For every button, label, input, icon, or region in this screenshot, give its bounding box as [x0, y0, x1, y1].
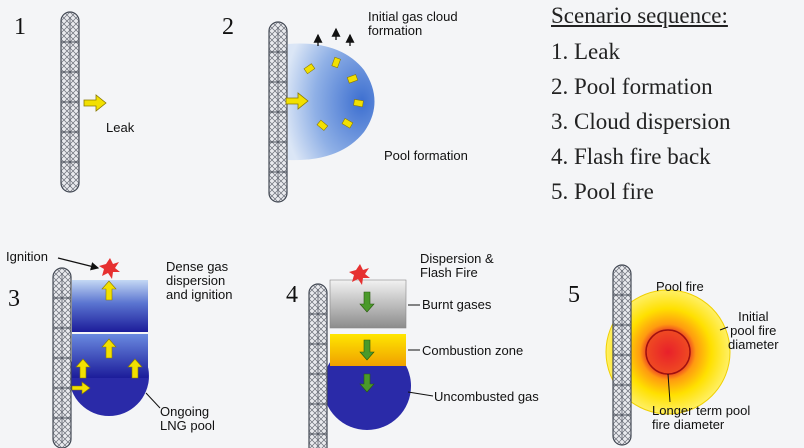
scenario-sequence-list: 1. Leak 2. Pool formation 3. Cloud dispe…: [551, 34, 731, 209]
scenario-sequence-title: Scenario sequence:: [551, 3, 728, 28]
pool-fire: [606, 290, 730, 414]
ship-icon: [612, 264, 632, 446]
sequence-item-leak: 1. Leak: [551, 39, 620, 64]
rising-gas-arrows: [313, 27, 355, 46]
ongoing-pool-label: Ongoing LNG pool: [160, 404, 215, 433]
initial-diameter-pointer: [719, 326, 729, 331]
panel-1: [60, 11, 107, 193]
downward-flame-arrows: [359, 291, 375, 393]
pool-pointer: [145, 392, 161, 409]
gas-cloud: [288, 43, 375, 161]
leak-arrow-icon: [285, 92, 309, 110]
sequence-item-pool-fire: 5. Pool fire: [551, 179, 654, 204]
panel-number-4: 4: [286, 282, 298, 308]
ship-icon: [308, 283, 328, 448]
sequence-item-cloud-dispersion: 3. Cloud dispersion: [551, 109, 731, 134]
burnt-gases-label: Burnt gases: [422, 297, 492, 312]
uncombusted-gas-label: Uncombusted gas: [434, 389, 539, 404]
leak-arrow-icon: [83, 94, 107, 112]
dense-gas-label: Dense gas dispersion and ignition: [166, 259, 233, 302]
ship-icon: [268, 21, 288, 203]
ignition-spark-icon: [99, 258, 120, 279]
leak-label: Leak: [106, 120, 135, 135]
panel-number-3: 3: [8, 286, 20, 312]
uncombusted-gas-pointer: [407, 391, 434, 397]
panel-5: [605, 264, 731, 446]
dispersion-arrows: [303, 56, 364, 131]
ship-icon: [52, 267, 72, 448]
combustion-zone-label: Combustion zone: [422, 343, 524, 358]
panel-number-5: 5: [568, 282, 580, 308]
ignition-spark-icon: [349, 264, 370, 285]
panel-number-2: 2: [222, 14, 234, 40]
sequence-item-flash-fire-back: 4. Flash fire back: [551, 144, 711, 169]
rising-gas-arrows: [75, 280, 143, 379]
panel-number-1: 1: [14, 14, 26, 40]
panel-4: [308, 264, 434, 448]
ignition-pointer: [57, 257, 100, 271]
leak-arrow-icon: [71, 381, 91, 395]
longer-term-diameter-pointer: [667, 373, 671, 403]
initial-gas-cloud-label: Initial gas cloud formation: [368, 9, 458, 38]
panel-2: [268, 21, 375, 203]
initial-diameter-label: Initial pool fire diameter: [728, 309, 779, 352]
panel-3: [52, 257, 161, 448]
pool-fire-label: Pool fire: [656, 279, 704, 294]
longer-term-diameter-label: Longer term pool fire diameter: [652, 403, 751, 432]
sequence-item-pool-formation: 2. Pool formation: [551, 74, 713, 99]
ship-icon: [60, 11, 80, 193]
initial-pool-fire-boundary: [605, 289, 731, 415]
pool-formation-label: Pool formation: [384, 148, 468, 163]
dispersion-flash-label: Dispersion & Flash Fire: [420, 251, 494, 280]
ignition-label: Ignition: [6, 249, 48, 264]
